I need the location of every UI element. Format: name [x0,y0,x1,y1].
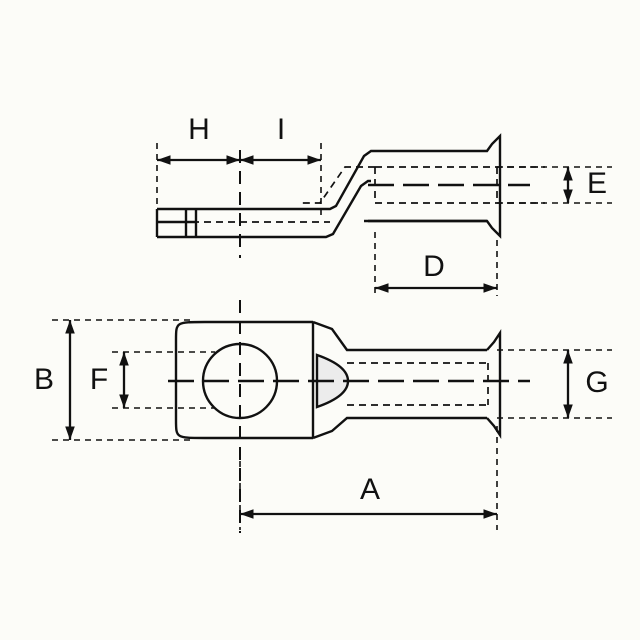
dimension-E-label: E [587,167,607,200]
dimension-H-label: H [188,113,210,146]
dimension-B: B [34,320,75,440]
dimension-E: E [563,167,607,203]
dimension-H: H [157,113,240,165]
side-elevation-view: H I D E [155,113,612,296]
dimension-G: G [563,350,609,418]
dimension-B-label: B [34,363,54,396]
plan-view-hidden-lines [347,362,489,406]
dimension-A: A [239,450,497,530]
dimension-A-label: A [360,473,380,506]
dimension-F-label: F [90,363,108,396]
dimension-D-label: D [423,250,445,283]
dimension-I-label: I [277,113,285,146]
plan-view: B F G A [34,300,612,533]
dimension-I: I [240,113,321,165]
plan-view-extension-lines [52,319,612,530]
side-view-extension-lines [156,143,498,296]
side-view-outline [155,133,502,239]
dimension-E-extension-lines [497,166,612,204]
dimension-F: F [90,352,129,408]
dimension-D: D [375,250,497,293]
dimension-G-label: G [585,366,608,399]
